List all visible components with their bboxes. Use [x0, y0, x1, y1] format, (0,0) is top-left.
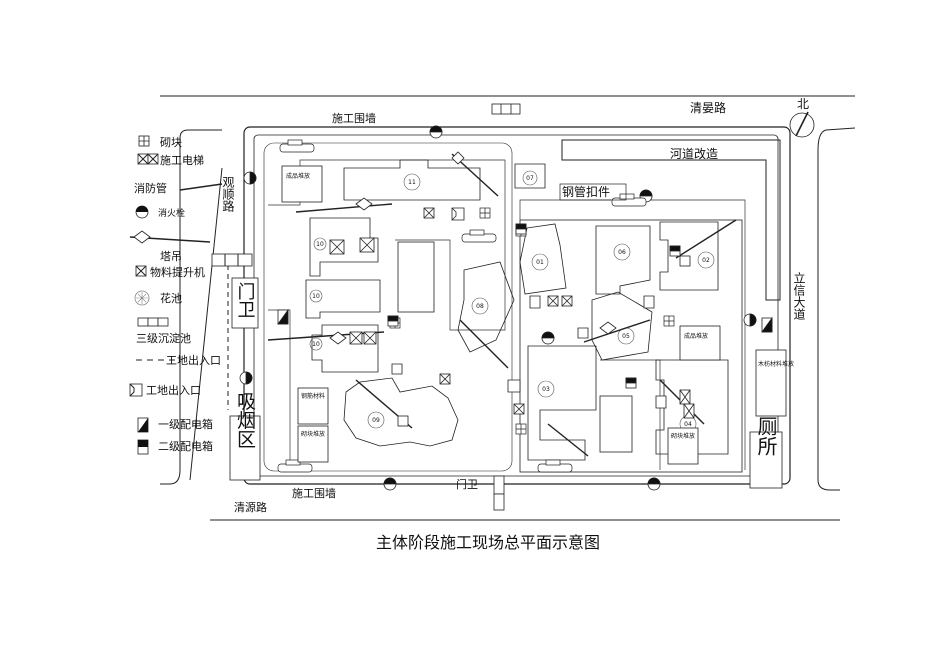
- svg-text:木枋材料堆放: 木枋材料堆放: [758, 360, 794, 368]
- building-08: 08: [476, 303, 484, 310]
- building-09: 09: [372, 417, 380, 424]
- north-arrow: [789, 111, 815, 138]
- legend-elevator: 施工电梯: [160, 154, 204, 167]
- svg-text:钢筋材料: 钢筋材料: [301, 392, 325, 400]
- building-06: 06: [618, 249, 626, 256]
- site-entries: [391, 103, 667, 511]
- legend-hydrant: 消火栓: [158, 207, 185, 219]
- steel-pipe-label: 钢管扣件: [562, 184, 610, 199]
- toilet-label: 厕所: [754, 416, 778, 456]
- building-11: 11: [408, 179, 416, 186]
- storage-areas: [281, 165, 787, 465]
- building-10c: 10: [312, 341, 320, 348]
- svg-text:成品堆放: 成品堆放: [684, 332, 708, 340]
- building-01: 01: [536, 259, 544, 266]
- power-boxes: [277, 223, 773, 389]
- wall-bottom-label: 施工围墙: [292, 486, 336, 500]
- legend-flower: 花池: [160, 292, 182, 305]
- building-07: 07: [526, 175, 534, 182]
- wall-top-label: 施工围墙: [332, 111, 376, 125]
- building-05: 05: [622, 333, 630, 340]
- building-10a: 10: [316, 241, 324, 248]
- legend-fire-pipe: 消防管: [134, 181, 167, 195]
- vehicles: [277, 139, 647, 473]
- left-features: 门卫 吸烟区 厕所: [211, 253, 783, 489]
- river-label: 河道改造: [670, 147, 718, 161]
- north-label: 北: [797, 97, 809, 111]
- building-02: 02: [702, 257, 710, 264]
- road-left-label: 观顺路: [221, 176, 235, 213]
- legend-box2: 二级配电箱: [158, 439, 213, 453]
- building-10b: 10: [312, 293, 320, 300]
- steel-pipe-box: [559, 183, 627, 201]
- legend: 砌块 施工电梯 消防管 消火栓 塔吊 物料提升机 花池 三级沉淀池 工地出入口 …: [129, 135, 223, 455]
- map-labels: 清晏路 北 河道改造 施工围墙 施工围墙 清源路 门卫 钢管扣件 主体阶段施工现…: [234, 97, 809, 552]
- internal-roads: [268, 159, 746, 470]
- road-lines: [160, 95, 856, 521]
- legend-block: 砌块: [160, 136, 182, 149]
- building-03: 03: [542, 386, 550, 393]
- buildings: [305, 159, 729, 461]
- smoking-area-label: 吸烟区: [234, 392, 256, 449]
- hoists: [329, 207, 695, 419]
- legend-site-entry: 工地出入口: [146, 383, 201, 397]
- legend-crane: 塔吊: [160, 250, 182, 263]
- legend-tank: 三级沉淀池: [136, 331, 191, 345]
- svg-text:砌块堆放: 砌块堆放: [301, 430, 325, 438]
- left-gate-label: 门卫: [235, 282, 256, 318]
- svg-text:砌块堆放: 砌块堆放: [671, 432, 695, 440]
- building-04: 04: [684, 421, 692, 428]
- diagram-caption: 主体阶段施工现场总平面示意图: [376, 533, 600, 552]
- tower-cranes: [267, 153, 737, 457]
- road-top-label: 清晏路: [690, 100, 726, 115]
- storage-labels: 成品堆放 钢筋材料 砌块堆放 成品堆放 木枋材料堆放 砌块堆放: [286, 172, 794, 440]
- road-right-label: 立信大道: [792, 271, 806, 320]
- fire-hydrants: [239, 125, 757, 491]
- road-bottom-label: 清源路: [234, 500, 267, 514]
- legend-site-entry-dash: 工地出入口: [166, 353, 221, 367]
- svg-text:成品堆放: 成品堆放: [286, 172, 310, 180]
- gate-label: 门卫: [456, 477, 478, 491]
- legend-hoist: 物料提升机: [150, 265, 205, 279]
- legend-box1: 一级配电箱: [158, 417, 213, 431]
- crane-bases: [329, 151, 691, 427]
